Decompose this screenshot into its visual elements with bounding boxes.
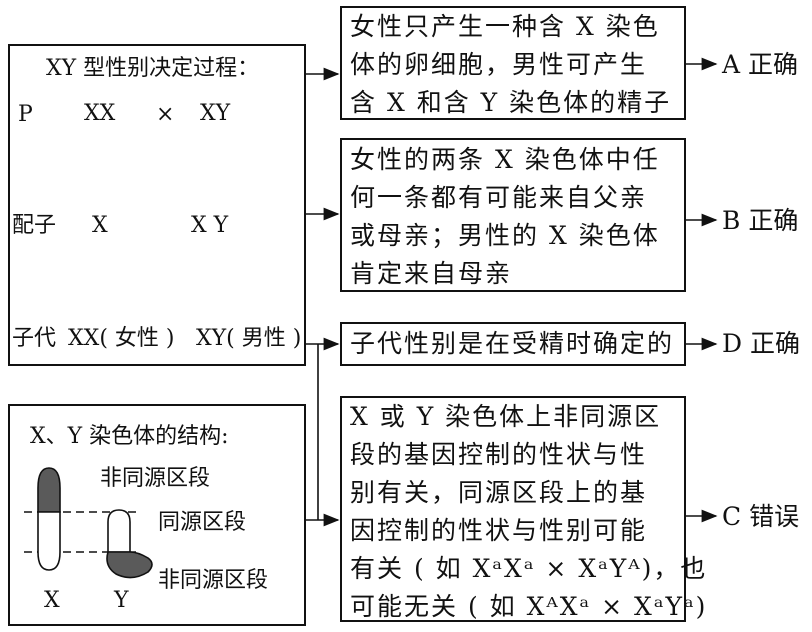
statement-a-text: 女性只产生一种含 X 染色 体的卵细胞，男性可产生 含 X 和含 Y 染色体的精… [350,12,672,117]
verdict-a: A 正确 [722,50,799,79]
statement-b-text: 女性的两条 X 染色体中任 何一条都有可能来自父亲 或母亲；男性的 X 染色体 … [350,145,660,288]
offspring-female: XX( 女性 ) [68,326,175,351]
label-homologous: 同源区段 [158,510,247,535]
p-female-genotype: XX [84,101,116,126]
xy-process-box [8,44,306,366]
verdict-c: C 错误 [722,502,800,531]
verdict-b: B 正确 [722,206,799,235]
y-chromosome-nonhomologous [106,551,153,579]
gamete-x: X [92,213,108,238]
label-chrom-y: Y [114,588,129,613]
structure-title: X、Y 染色体的结构: [30,424,229,449]
label-chrom-x: X [44,588,60,613]
label-nonhomologous-top: 非同源区段 [100,466,211,491]
p-label: P [18,102,33,127]
verdict-d: D 正确 [722,329,800,358]
y-chromosome-homologous [107,509,131,553]
x-chromosome-nonhomologous [37,467,61,513]
statement-c-text: X 或 Y 染色体上非同源区 段的基因控制的性状与性 别有关，同源区段上的基 因… [350,402,708,621]
statement-box-a [340,6,686,120]
statement-d-text: 子代性别是在受精时确定的 [350,329,675,358]
label-nonhomologous-bottom: 非同源区段 [158,568,269,593]
offspring-label: 子代 [12,326,57,351]
statement-box-b [340,138,686,292]
process-title: XY 型性别决定过程： [46,56,260,81]
offspring-male: XY( 男性 ) [196,326,302,351]
cross-symbol: × [156,102,175,127]
x-chromosome-homologous [37,511,61,571]
gamete-label: 配子 [12,213,57,238]
p-male-genotype: XY [200,101,231,126]
gamete-xy: X Y [191,213,229,238]
statement-box-c [340,396,686,622]
statement-box-d [340,322,686,366]
